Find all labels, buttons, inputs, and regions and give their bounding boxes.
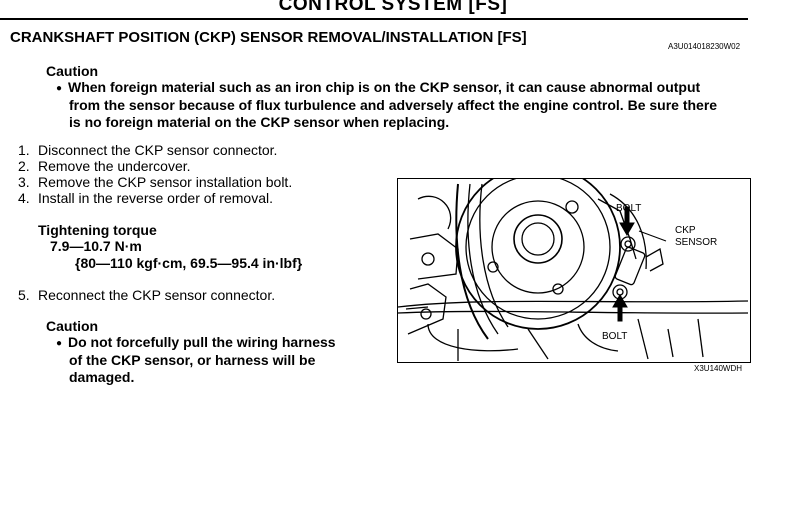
section-title: CRANKSHAFT POSITION (CKP) SENSOR REMOVAL… — [10, 29, 527, 46]
procedure-step: 5.Reconnect the CKP sensor connector. — [18, 287, 276, 303]
bullet-icon: ● — [56, 83, 63, 94]
caution-line: When foreign material such as an iron ch… — [68, 79, 701, 95]
caution-line: damaged. — [69, 369, 135, 385]
bolt-label-bottom: BOLT — [602, 331, 627, 342]
procedure-step: 1.Disconnect the CKP sensor connector. — [18, 142, 278, 158]
caution-heading: Caution — [46, 318, 99, 334]
procedure-steps: 1.Disconnect the CKP sensor connector. 2… — [18, 142, 292, 206]
bolt-label-top: BOLT — [616, 203, 641, 214]
procedure-step: 3.Remove the CKP sensor installation bol… — [18, 174, 293, 190]
caution-block: ● When foreign material such as an iron c… — [56, 79, 717, 131]
header-divider — [0, 18, 748, 20]
torque-heading: Tightening torque — [38, 222, 157, 238]
procedure-step: 4.Install in the reverse order of remova… — [18, 190, 273, 206]
caution-line: is no foreign material on the CKP sensor… — [69, 114, 450, 130]
ckp-sensor-illustration: BOLT CKP SENSOR BOLT — [397, 164, 751, 363]
sensor-label: SENSOR — [675, 237, 717, 248]
caution-heading: Caution — [46, 63, 99, 79]
caution-block: ● Do not forcefully pull the wiring harne… — [56, 334, 336, 386]
torque-value-nm: 7.9—10.7 N·m — [50, 238, 142, 254]
procedure-step: 2.Remove the undercover. — [18, 158, 191, 174]
torque-value-alt: {80—110 kgf·cm, 69.5—95.4 in·lbf} — [75, 255, 303, 271]
engine-drawing: BOLT CKP SENSOR BOLT — [397, 164, 749, 361]
caution-line: from the sensor because of flux turbulen… — [69, 97, 718, 113]
bullet-icon: ● — [56, 338, 63, 349]
caution-line: of the CKP sensor, or harness will be — [69, 352, 316, 368]
ckp-label: CKP — [675, 225, 696, 236]
document-code: A3U014018230W02 — [668, 42, 741, 51]
caution-line: Do not forcefully pull the wiring harnes… — [68, 334, 336, 350]
page-header-title: CONTROL SYSTEM [FS] — [278, 0, 508, 15]
figure-code: X3U140WDH — [694, 364, 743, 373]
